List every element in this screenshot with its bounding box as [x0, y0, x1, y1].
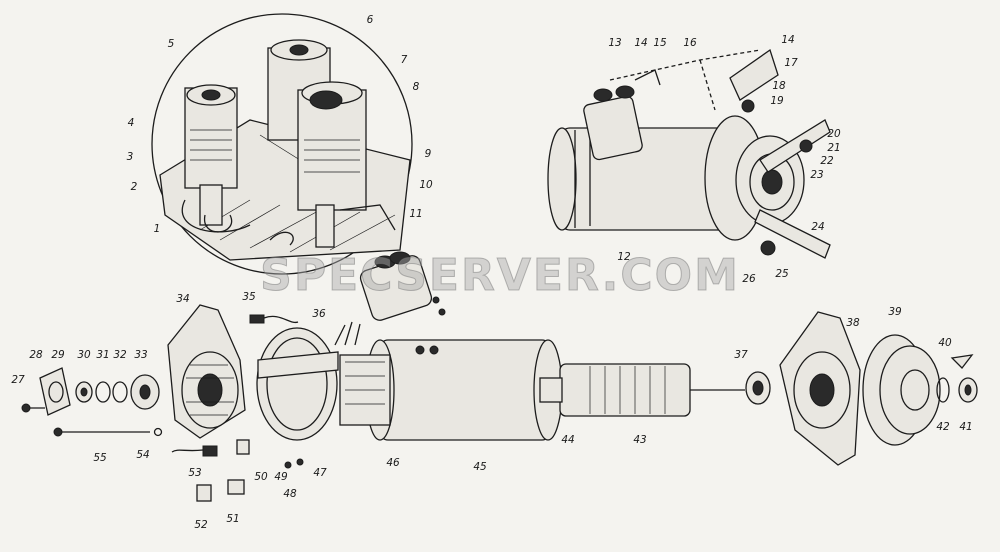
callout-label-53: 53: [188, 467, 201, 479]
callout-label-30: 30: [77, 349, 91, 361]
callout-label-45: 45: [473, 461, 487, 473]
solenoid-detail-inset: [151, 13, 413, 275]
callout-label-40: 40: [938, 337, 952, 349]
callout-label-11: 11: [409, 208, 422, 220]
callout-label-17: 17: [784, 57, 798, 69]
callout-label-6: 6: [367, 14, 374, 26]
callout-label-21: 21: [827, 142, 840, 154]
callout-label-9: 9: [425, 148, 432, 160]
callout-label-29: 29: [51, 349, 65, 361]
callout-label-23: 23: [810, 169, 823, 181]
callout-label-49: 49: [274, 471, 288, 483]
callout-label-13: 13: [608, 37, 621, 49]
callout-label-22: 22: [820, 155, 834, 167]
exploded-parts: [21, 251, 978, 502]
callout-label-34: 34: [176, 293, 189, 305]
callout-label-25: 25: [775, 268, 789, 280]
callout-label-41: 41: [959, 421, 972, 433]
callout-label-44: 44: [561, 434, 574, 446]
watermark: SPECSERVER.COM: [260, 250, 740, 301]
callout-label-43: 43: [633, 434, 646, 446]
callout-label-31: 31: [96, 349, 109, 361]
callout-label-10: 10: [419, 179, 433, 191]
assembled-starter: [547, 48, 831, 259]
callout-label-16: 16: [683, 37, 697, 49]
callout-label-51: 51: [226, 513, 239, 525]
callout-label-32: 32: [113, 349, 127, 361]
callout-label-33: 33: [134, 349, 147, 361]
callout-label-46: 46: [386, 457, 400, 469]
callout-label-42: 42: [936, 421, 950, 433]
callout-label-27: 27: [11, 374, 25, 386]
callout-label-24: 24: [811, 221, 824, 233]
callout-label-20: 20: [827, 128, 841, 140]
callout-label-5: 5: [168, 38, 175, 50]
callout-label-14: 14: [781, 34, 794, 46]
callout-label-28: 28: [29, 349, 43, 361]
callout-label-35: 35: [242, 291, 256, 303]
callout-label-7: 7: [401, 54, 408, 66]
callout-label-55: 55: [93, 452, 107, 464]
callout-label-15: 15: [653, 37, 667, 49]
callout-label-39: 39: [888, 306, 902, 318]
callout-label-26: 26: [742, 273, 756, 285]
callout-label-52: 52: [194, 519, 208, 531]
callout-label-38: 38: [846, 317, 860, 329]
callout-label-14: 14: [634, 37, 647, 49]
callout-label-48: 48: [283, 488, 297, 500]
callout-label-18: 18: [772, 80, 786, 92]
callout-label-47: 47: [313, 467, 327, 479]
callout-label-36: 36: [312, 308, 326, 320]
callout-label-12: 12: [617, 251, 631, 263]
callout-label-2: 2: [131, 181, 138, 193]
callout-label-54: 54: [136, 449, 149, 461]
callout-label-1: 1: [154, 223, 161, 235]
callout-label-19: 19: [770, 95, 784, 107]
callout-label-50: 50: [254, 471, 268, 483]
callout-label-37: 37: [734, 349, 748, 361]
callout-label-3: 3: [127, 151, 134, 163]
callout-label-4: 4: [128, 117, 135, 129]
callout-label-8: 8: [413, 81, 420, 93]
